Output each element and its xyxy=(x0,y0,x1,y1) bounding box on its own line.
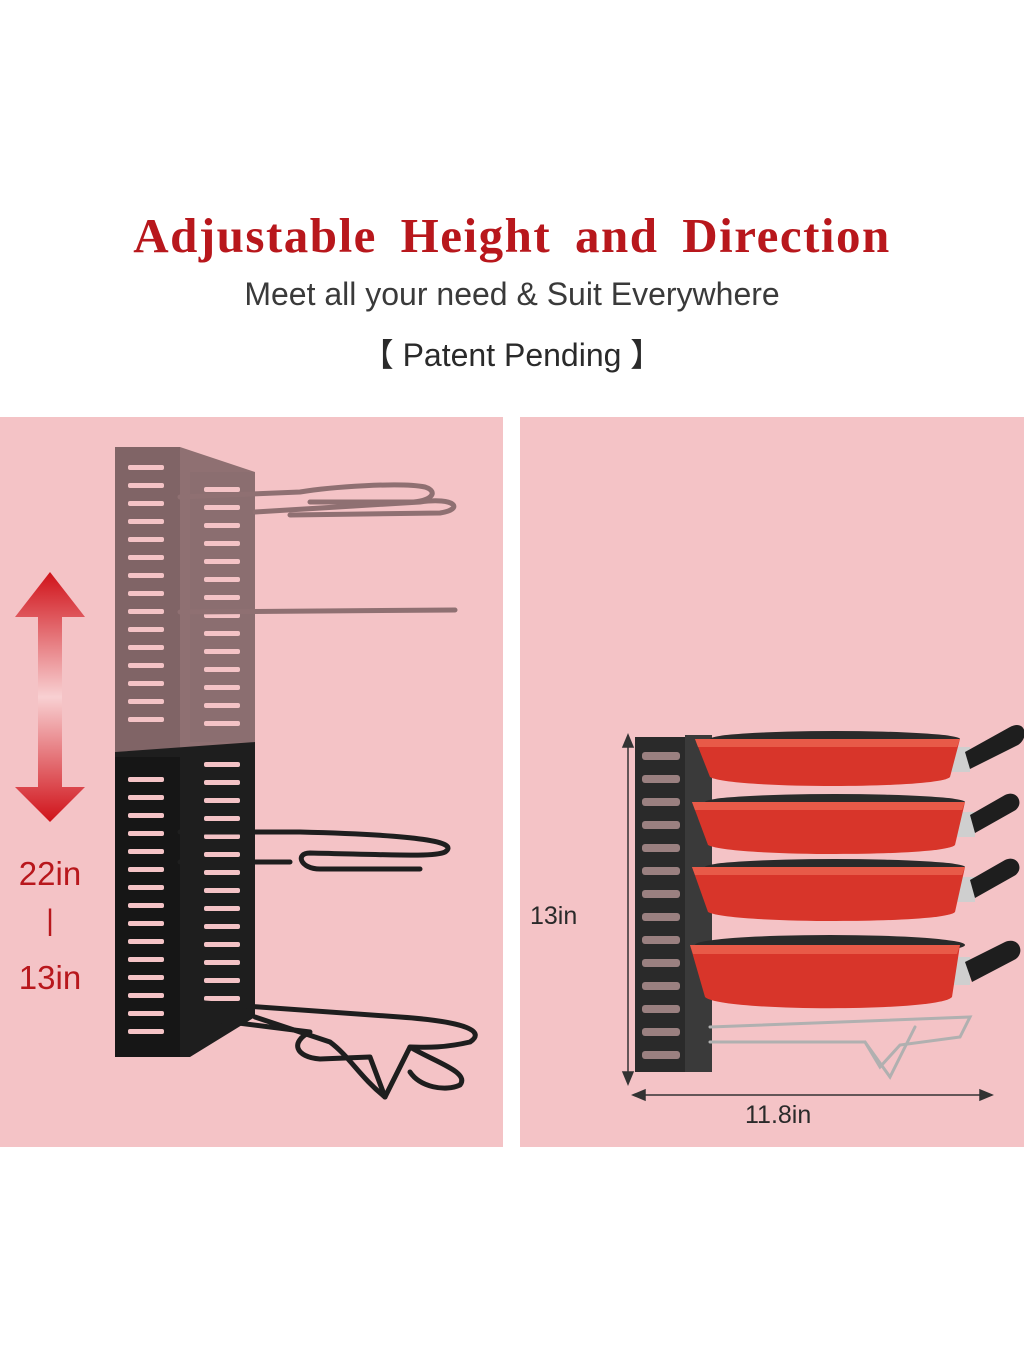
width-dimension-line xyxy=(631,1088,994,1102)
height-dimension-line xyxy=(621,733,635,1086)
frying-pan xyxy=(692,793,1020,854)
patent-note: 【 Patent Pending 】 xyxy=(361,337,663,373)
range-separator: | xyxy=(46,904,54,937)
rack-illustration xyxy=(15,447,478,1100)
width-dimension-label: 11.8in xyxy=(745,1101,812,1129)
range-max-label: 22in xyxy=(18,855,82,892)
frying-pan xyxy=(692,858,1020,921)
frying-pan xyxy=(690,935,1021,1009)
range-min-label: 13in xyxy=(18,959,82,996)
rack-with-pans-illustration xyxy=(621,725,1024,1102)
left-panel: 22in | 13in xyxy=(0,417,503,1147)
subline: Meet all your need & Suit Everywhere xyxy=(244,276,780,312)
right-panel: 13in 11.8in xyxy=(520,417,1024,1147)
rack-extended-section xyxy=(115,447,458,752)
height-dimension-label: 13in xyxy=(530,902,578,930)
rack-base-section xyxy=(115,742,478,1100)
height-adjust-arrow-icon xyxy=(15,572,85,822)
rack-body xyxy=(635,735,973,1080)
frying-pan xyxy=(695,725,1024,786)
headline: Adjustable Height and Direction xyxy=(133,208,891,263)
